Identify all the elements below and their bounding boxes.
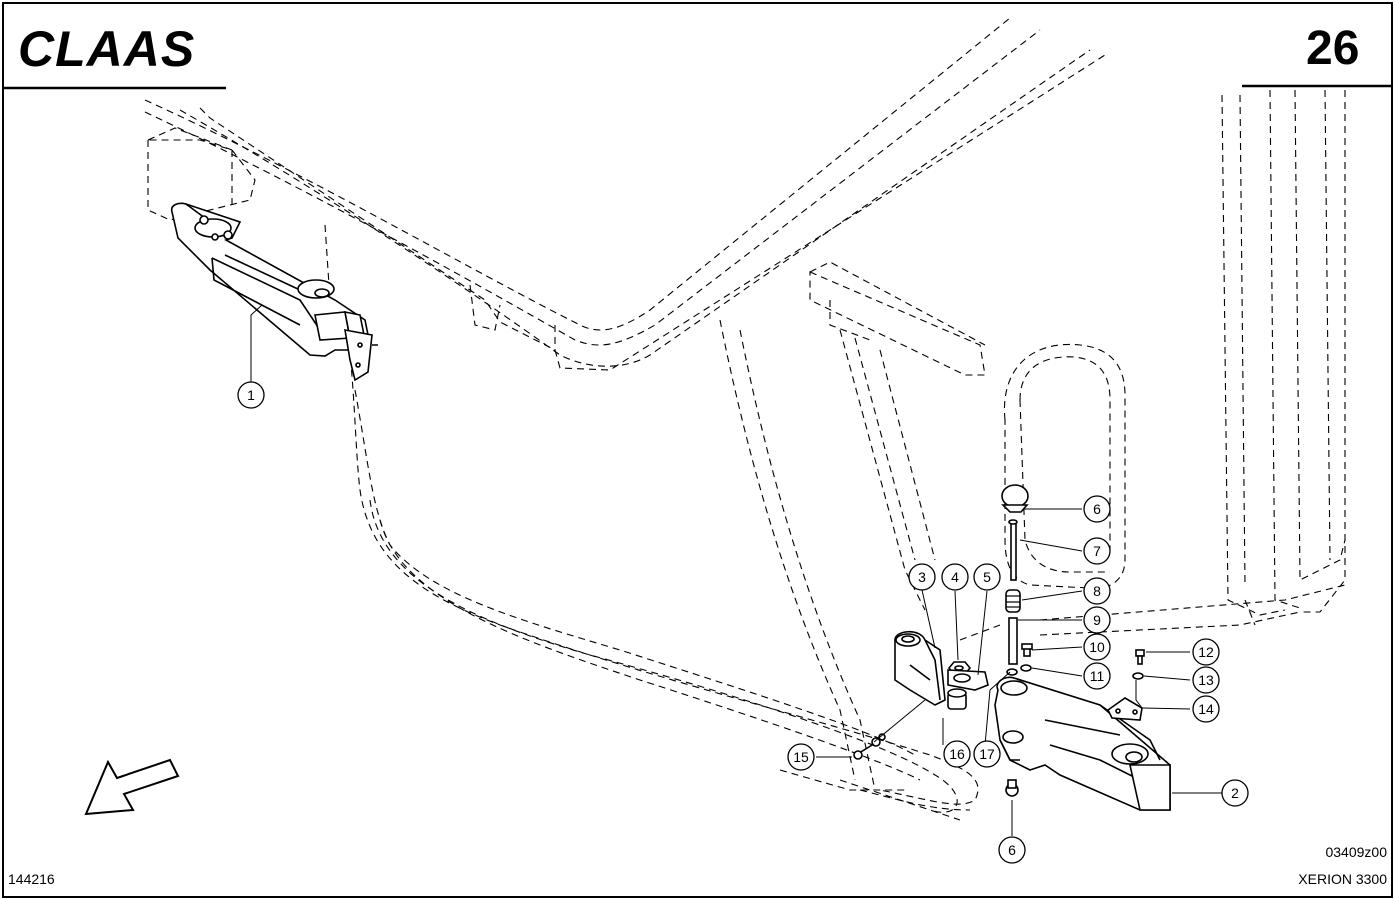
- part-2-lower-arm: [994, 676, 1171, 811]
- callout-label: 1: [247, 387, 255, 403]
- callout-circle: [998, 836, 1026, 864]
- part-reference: 144216: [8, 871, 55, 887]
- callout-label: 5: [983, 569, 991, 585]
- callout-circle: [941, 563, 969, 591]
- callout-label: 10: [1089, 639, 1105, 655]
- part-12-screw: [1135, 649, 1145, 665]
- callout-13: 13: [1192, 666, 1220, 694]
- callout-11: 11: [1083, 662, 1111, 690]
- part-13-washer: [1132, 672, 1144, 680]
- brand-logo: CLAAS: [18, 21, 195, 77]
- callout-circle: [943, 740, 971, 768]
- part-17-guide-line: [984, 671, 1011, 746]
- callout-label: 2: [1231, 785, 1239, 801]
- part-3-hinge-bracket: [894, 630, 946, 706]
- callout-circle: [1221, 779, 1249, 807]
- arrow-down-left-icon: [84, 758, 180, 816]
- callout-circle: [1083, 495, 1111, 523]
- part-15-bolt: [853, 733, 886, 760]
- callout-17: 17: [973, 740, 1001, 768]
- callout-label: 9: [1093, 612, 1101, 628]
- drawing-code: 03409z00: [1325, 844, 1387, 860]
- callout-label: 6: [1008, 842, 1016, 858]
- part-11-washer: [1006, 664, 1032, 676]
- callout-circle: [973, 563, 1001, 591]
- callout-label: 7: [1093, 543, 1101, 559]
- callout-label: 16: [949, 746, 965, 762]
- callout-label: 15: [793, 749, 809, 765]
- callout-circle: [1192, 695, 1220, 723]
- part-10-screw: [1021, 643, 1033, 657]
- callout-circle: [1083, 537, 1111, 565]
- callout-circle: [237, 381, 265, 409]
- callout-circle: [973, 740, 1001, 768]
- callout-label: 6: [1093, 501, 1101, 517]
- callout-7: 7: [1083, 537, 1111, 565]
- callout-6: 6: [1083, 495, 1111, 523]
- callout-6: 6: [998, 836, 1026, 864]
- callout-12: 12: [1192, 638, 1220, 666]
- part-1-upper-hinge-arm: [170, 202, 378, 382]
- callout-label: 3: [918, 569, 926, 585]
- part-5-plate: [947, 669, 989, 691]
- callout-circle: [1083, 633, 1111, 661]
- callout-8: 8: [1083, 577, 1111, 605]
- callout-leaders: [250, 304, 1222, 836]
- callout-label: 12: [1198, 644, 1214, 660]
- callout-circle: [1083, 662, 1111, 690]
- callout-label: 14: [1198, 701, 1214, 717]
- callout-circle: [1192, 638, 1220, 666]
- part-14-clamp-plate: [1106, 697, 1143, 721]
- callout-9: 9: [1083, 606, 1111, 634]
- part-8-spring-buffer: [1005, 589, 1021, 613]
- callout-label: 13: [1198, 672, 1214, 688]
- callout-label: 4: [951, 569, 959, 585]
- callout-10: 10: [1083, 633, 1111, 661]
- callout-circle: [1083, 577, 1111, 605]
- callout-16: 16: [943, 740, 971, 768]
- part-16-bush: [947, 688, 967, 710]
- model-name: XERION 3300: [1298, 871, 1387, 887]
- callout-2: 2: [1221, 779, 1249, 807]
- callout-label: 17: [979, 746, 995, 762]
- callout-label: 11: [1090, 668, 1105, 684]
- callout-3: 3: [908, 563, 936, 591]
- callout-label: 8: [1093, 583, 1101, 599]
- callout-1: 1: [237, 381, 265, 409]
- callout-4: 4: [941, 563, 969, 591]
- callout-circle: [1083, 606, 1111, 634]
- page-number: 26: [1306, 22, 1359, 75]
- cab-outline: [144, 17, 1346, 821]
- part-7-long-pin: [1008, 519, 1018, 581]
- callout-circle: [908, 563, 936, 591]
- callout-circle: [1192, 666, 1220, 694]
- part-9-sleeve: [1008, 617, 1018, 665]
- callout-14: 14: [1192, 695, 1220, 723]
- callout-5: 5: [973, 563, 1001, 591]
- part-6-rubber-top: [1001, 484, 1029, 513]
- callout-15: 15: [787, 743, 815, 771]
- callout-circle: [787, 743, 815, 771]
